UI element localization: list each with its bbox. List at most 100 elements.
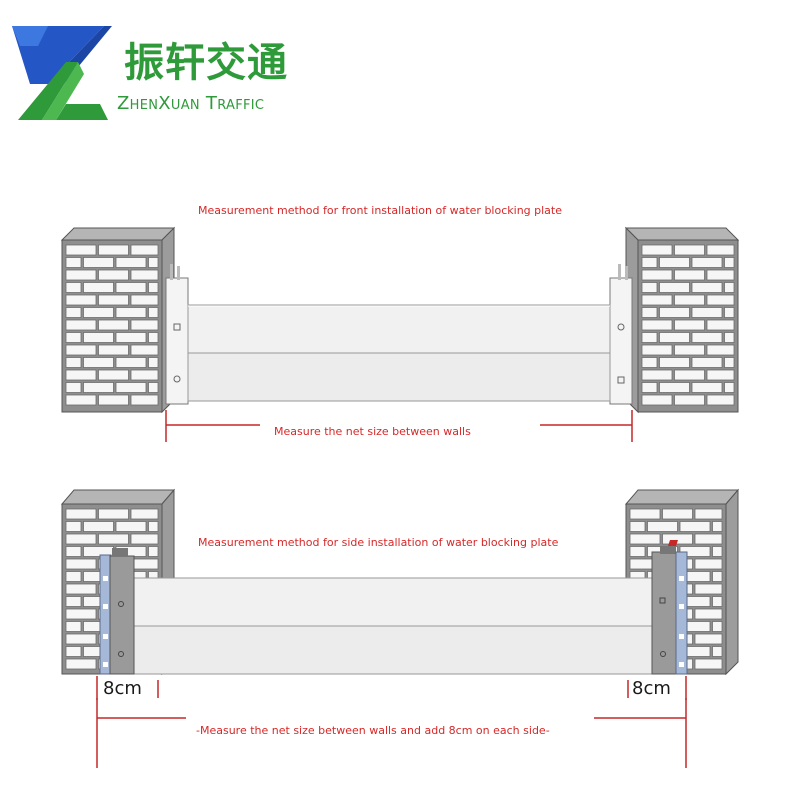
brick — [674, 344, 705, 356]
right-post-front — [609, 264, 633, 405]
brick — [629, 521, 646, 532]
brick — [148, 282, 159, 293]
brick — [662, 533, 693, 545]
brick — [641, 344, 673, 356]
brick — [83, 307, 114, 318]
brick — [691, 282, 723, 293]
brick — [629, 546, 646, 557]
brick — [98, 533, 129, 545]
brick — [130, 344, 159, 356]
brick — [694, 608, 723, 620]
brick — [691, 357, 723, 368]
brick — [130, 244, 159, 256]
offset-ticks — [96, 676, 687, 700]
left-wall-front — [60, 226, 176, 414]
brick — [706, 294, 735, 306]
brick — [659, 332, 690, 343]
right-channel-side — [651, 540, 688, 675]
brick — [641, 382, 658, 393]
brick — [629, 508, 661, 520]
brick — [641, 394, 673, 406]
brick — [65, 608, 97, 620]
brick — [641, 357, 658, 368]
brick — [65, 533, 97, 545]
brick — [674, 244, 705, 256]
brick — [65, 558, 97, 570]
front-installation-diagram — [60, 226, 740, 442]
brick — [674, 294, 705, 306]
brick — [641, 319, 673, 331]
water-blocking-plates-side — [133, 577, 655, 675]
brick — [674, 319, 705, 331]
brick — [130, 394, 159, 406]
brick — [706, 269, 735, 281]
brick — [659, 357, 690, 368]
brick — [641, 257, 658, 268]
brick — [98, 294, 129, 306]
brick — [691, 257, 723, 268]
side-dimension-line — [96, 698, 687, 768]
brick — [65, 357, 82, 368]
front-measure-label: Measure the net size between walls — [274, 425, 471, 438]
brick — [148, 546, 159, 557]
brick — [65, 269, 97, 281]
brick — [694, 633, 723, 645]
brick — [65, 319, 97, 331]
water-blocking-plates-front — [187, 304, 611, 402]
brick — [83, 521, 114, 532]
left-post-front — [165, 264, 189, 405]
brick — [83, 332, 114, 343]
brick — [706, 394, 735, 406]
brick — [647, 521, 678, 532]
brick — [694, 533, 723, 545]
brick — [712, 646, 723, 657]
brick — [706, 244, 735, 256]
side-installation-caption: Measurement method for side installation… — [198, 536, 559, 549]
brick — [641, 369, 673, 381]
brick — [641, 282, 658, 293]
brick — [83, 357, 114, 368]
brick — [694, 658, 723, 670]
brick — [130, 508, 159, 520]
brick — [65, 521, 82, 532]
brick — [65, 332, 82, 343]
left-channel-side — [99, 548, 135, 675]
brick — [659, 282, 690, 293]
brick — [659, 257, 690, 268]
brick — [691, 332, 723, 343]
brick — [691, 382, 723, 393]
brick — [148, 332, 159, 343]
zhenxuan-logo-icon — [12, 26, 112, 120]
brick — [98, 344, 129, 356]
brick — [641, 244, 673, 256]
brick — [724, 257, 735, 268]
brick — [724, 357, 735, 368]
brick — [641, 332, 658, 343]
brick — [694, 508, 723, 520]
brick — [115, 332, 147, 343]
front-dimension-line — [165, 410, 633, 442]
brick — [65, 621, 82, 632]
brick — [148, 521, 159, 532]
brick — [674, 369, 705, 381]
front-installation-caption: Measurement method for front installatio… — [198, 204, 562, 217]
brick — [98, 508, 129, 520]
brick — [724, 332, 735, 343]
side-installation-diagram — [60, 488, 740, 768]
brick — [706, 319, 735, 331]
brick — [65, 546, 82, 557]
brick — [83, 382, 114, 393]
brick — [662, 508, 693, 520]
brick — [65, 571, 82, 582]
brick — [65, 646, 82, 657]
brick — [83, 257, 114, 268]
brick — [98, 269, 129, 281]
brick — [65, 658, 97, 670]
brick — [98, 369, 129, 381]
brick — [83, 282, 114, 293]
brick — [641, 294, 673, 306]
brick — [712, 571, 723, 582]
brick — [712, 521, 723, 532]
brick — [98, 394, 129, 406]
